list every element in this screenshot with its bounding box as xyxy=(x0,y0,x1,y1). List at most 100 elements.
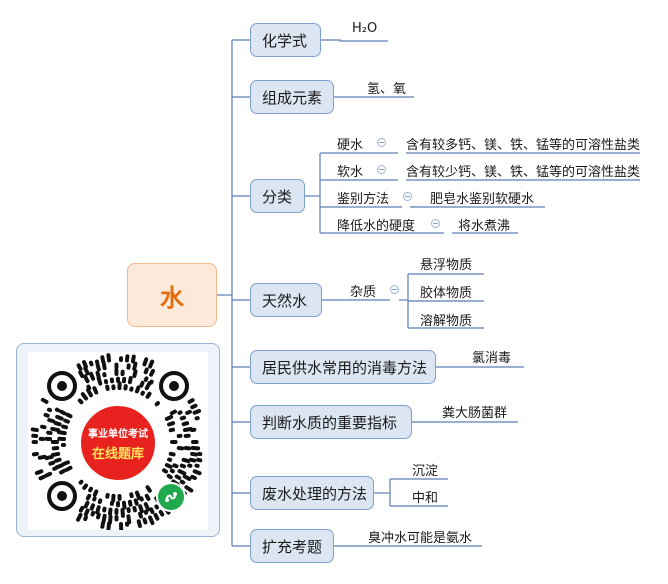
leaf-reduce-hardness: 降低水的硬度 xyxy=(337,219,416,234)
collapse-toggle-impurity[interactable] xyxy=(390,285,399,294)
qr-dash xyxy=(78,370,85,379)
qr-dash xyxy=(76,363,83,372)
qr-dash xyxy=(132,361,138,371)
qr-dash xyxy=(169,409,177,416)
qr-dash xyxy=(192,408,202,415)
qr-dash xyxy=(144,380,152,391)
qr-dash xyxy=(55,414,64,421)
topic-classify[interactable]: 分类 xyxy=(250,179,305,213)
leaf-impurity-item: 悬浮物质 xyxy=(420,258,473,273)
qr-dash xyxy=(192,469,202,476)
qr-dash xyxy=(149,379,154,385)
qr-dash xyxy=(83,500,90,509)
qr-dash xyxy=(64,465,73,472)
leaf-extension: 臭冲水可能是氨水 xyxy=(368,531,473,546)
root-label: 水 xyxy=(160,283,184,312)
qr-dash xyxy=(134,490,142,501)
topic-elements[interactable]: 组成元素 xyxy=(250,80,334,114)
qr-dash xyxy=(30,427,39,433)
qr-dash xyxy=(138,504,144,514)
qr-dash xyxy=(145,391,152,399)
qr-dash xyxy=(138,511,143,519)
qr-dash xyxy=(158,509,165,517)
topic-extension[interactable]: 扩充考题 xyxy=(250,529,334,563)
qr-dash xyxy=(88,360,94,367)
qr-dash xyxy=(181,457,191,464)
collapse-toggle-soft[interactable] xyxy=(377,165,386,174)
leaf-hard-water: 硬水 xyxy=(337,138,364,153)
collapse-toggle-identify[interactable] xyxy=(403,192,412,201)
qr-dash xyxy=(83,515,88,522)
mini-program-icon xyxy=(156,482,186,512)
qr-dash xyxy=(89,371,96,381)
qr-dash xyxy=(126,514,132,525)
leaf-identify: 鉴别方法 xyxy=(337,192,390,207)
qr-dash xyxy=(44,454,54,461)
collapse-toggle-hard[interactable] xyxy=(377,138,386,147)
qr-dash xyxy=(63,418,70,424)
leaf-hard-water-detail: 含有较多钙、镁、铁、锰等的可溶性盐类 xyxy=(406,138,641,153)
qr-dash xyxy=(77,398,84,405)
leaf-wastewater: 中和 xyxy=(412,491,439,506)
qr-dash xyxy=(54,457,62,463)
qr-dash xyxy=(142,517,148,525)
qr-dash xyxy=(188,457,197,463)
qr-dash xyxy=(149,507,155,514)
qr-dash xyxy=(182,474,192,481)
qr-dash xyxy=(92,386,99,395)
qr-dash xyxy=(166,473,173,480)
topic-label: 判断水质的重要指标 xyxy=(262,413,398,432)
qr-dash xyxy=(61,424,69,430)
qr-dash xyxy=(169,468,175,474)
qr-dash xyxy=(162,468,169,474)
leaf-impurity: 杂质 xyxy=(350,285,377,300)
topic-label: 分类 xyxy=(262,187,293,206)
qr-dash xyxy=(54,407,60,413)
qr-dash xyxy=(190,451,199,457)
topic-label: 居民供水常用的消毒方法 xyxy=(262,358,428,377)
qr-dash xyxy=(78,479,84,485)
topic-formula[interactable]: 化学式 xyxy=(250,23,321,57)
qr-dash xyxy=(179,479,186,485)
qr-dash xyxy=(127,499,133,507)
qr-dash xyxy=(154,504,159,510)
qr-dash xyxy=(83,508,90,517)
leaf-identify-detail: 肥皂水鉴别软硬水 xyxy=(430,192,535,207)
qr-dash xyxy=(101,360,107,371)
qr-finder-ring xyxy=(47,371,77,401)
qr-dash xyxy=(196,457,203,463)
qr-finder-ring xyxy=(159,371,189,401)
qr-dash xyxy=(61,460,70,467)
qr-dash xyxy=(86,384,92,391)
qr-dash xyxy=(134,385,141,394)
qr-dash xyxy=(164,463,173,469)
qr-dash xyxy=(148,359,155,369)
topic-label: 化学式 xyxy=(262,31,308,50)
qr-dash xyxy=(177,469,187,476)
qr-dash xyxy=(142,357,149,367)
topic-disinfection[interactable]: 居民供水常用的消毒方法 xyxy=(250,350,436,384)
topic-quality-indicator[interactable]: 判断水质的重要指标 xyxy=(250,405,412,439)
qr-dash xyxy=(95,370,101,379)
qr-dash xyxy=(154,401,160,407)
qr-dash xyxy=(40,397,49,404)
qr-dash xyxy=(143,367,149,375)
qr-dash xyxy=(177,410,183,415)
topic-wastewater[interactable]: 废水处理的方法 xyxy=(250,476,374,510)
qr-dash xyxy=(179,463,187,469)
qr-dash xyxy=(90,510,96,517)
qr-dash xyxy=(168,451,176,457)
leaf-wastewater: 沉淀 xyxy=(412,464,439,479)
topic-natural-water[interactable]: 天然水 xyxy=(250,283,322,317)
qr-dash xyxy=(190,403,198,410)
qr-dash xyxy=(153,512,160,521)
collapse-toggle-reduce[interactable] xyxy=(431,219,440,228)
qr-dash xyxy=(106,521,112,530)
qr-dash xyxy=(95,362,101,372)
root-node-water[interactable]: 水 xyxy=(127,263,217,327)
qr-finder-dot xyxy=(57,491,67,501)
qr-dash xyxy=(132,505,137,513)
qr-dash xyxy=(168,427,176,433)
qr-dash xyxy=(101,513,107,524)
